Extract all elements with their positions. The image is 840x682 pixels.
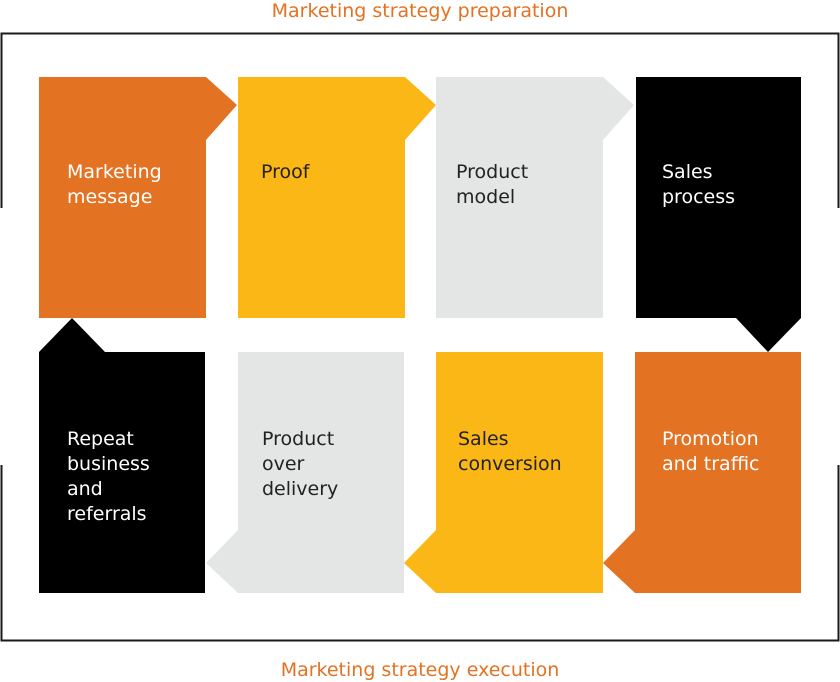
- step-label-marketing-message: Marketing message: [67, 161, 162, 208]
- step-product-over-delivery-shape: [206, 352, 404, 593]
- step-proof-shape: [238, 77, 436, 318]
- step-marketing-message-shape: [39, 77, 237, 318]
- step-label-product-model: Product model: [456, 161, 529, 208]
- execution-title: Marketing strategy execution: [280, 659, 560, 681]
- step-sales-conversion-shape: [404, 352, 603, 593]
- step-label-sales-conversion: Sales conversion: [458, 428, 562, 475]
- frame-bracket-bottom: [0, 465, 840, 642]
- step-label-product-over-delivery: Product over delivery: [262, 428, 339, 500]
- step-promotion-and-traffic-shape: [603, 352, 801, 593]
- step-repeat-business-and-referrals-shape: [39, 318, 205, 593]
- step-sales-process-shape: [636, 77, 801, 352]
- step-product-model-shape: [436, 77, 634, 318]
- step-label-sales-process: Sales process: [662, 161, 736, 208]
- step-label-promotion-and-traffic: Promotion and traffic: [662, 428, 760, 475]
- step-label-proof: Proof: [261, 161, 310, 183]
- frame-bracket-top: [0, 32, 840, 208]
- step-label-repeat-business-and-referrals: Repeat business and referrals: [67, 428, 150, 525]
- preparation-title: Marketing strategy preparation: [271, 0, 569, 22]
